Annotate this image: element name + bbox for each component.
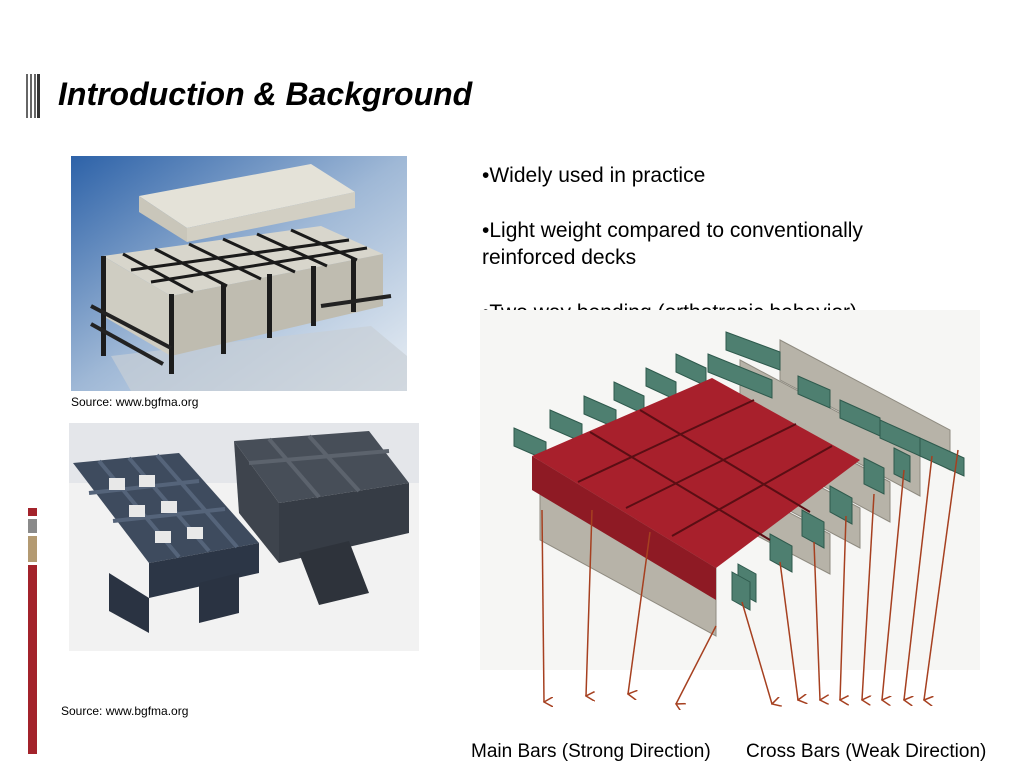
grid-deck-diagram <box>480 310 980 710</box>
cross-bars-label: Cross Bars (Weak Direction) <box>746 741 987 762</box>
bullet-item: •Widely used in practice <box>482 164 706 187</box>
grid-deck-photo-top <box>71 156 407 391</box>
bullet-item: •Light weight compared to conventionally… <box>482 219 863 269</box>
image-caption-bottom: Source: www.bgfma.org <box>61 704 189 718</box>
side-accent-bar <box>28 508 37 754</box>
page-title: Introduction & Background <box>58 76 473 112</box>
image-caption-top: Source: www.bgfma.org <box>71 395 199 409</box>
main-bars-label: Main Bars (Strong Direction) <box>471 741 711 762</box>
steel-grid-photo-bottom <box>69 423 419 651</box>
title-marker-icon <box>26 74 40 118</box>
